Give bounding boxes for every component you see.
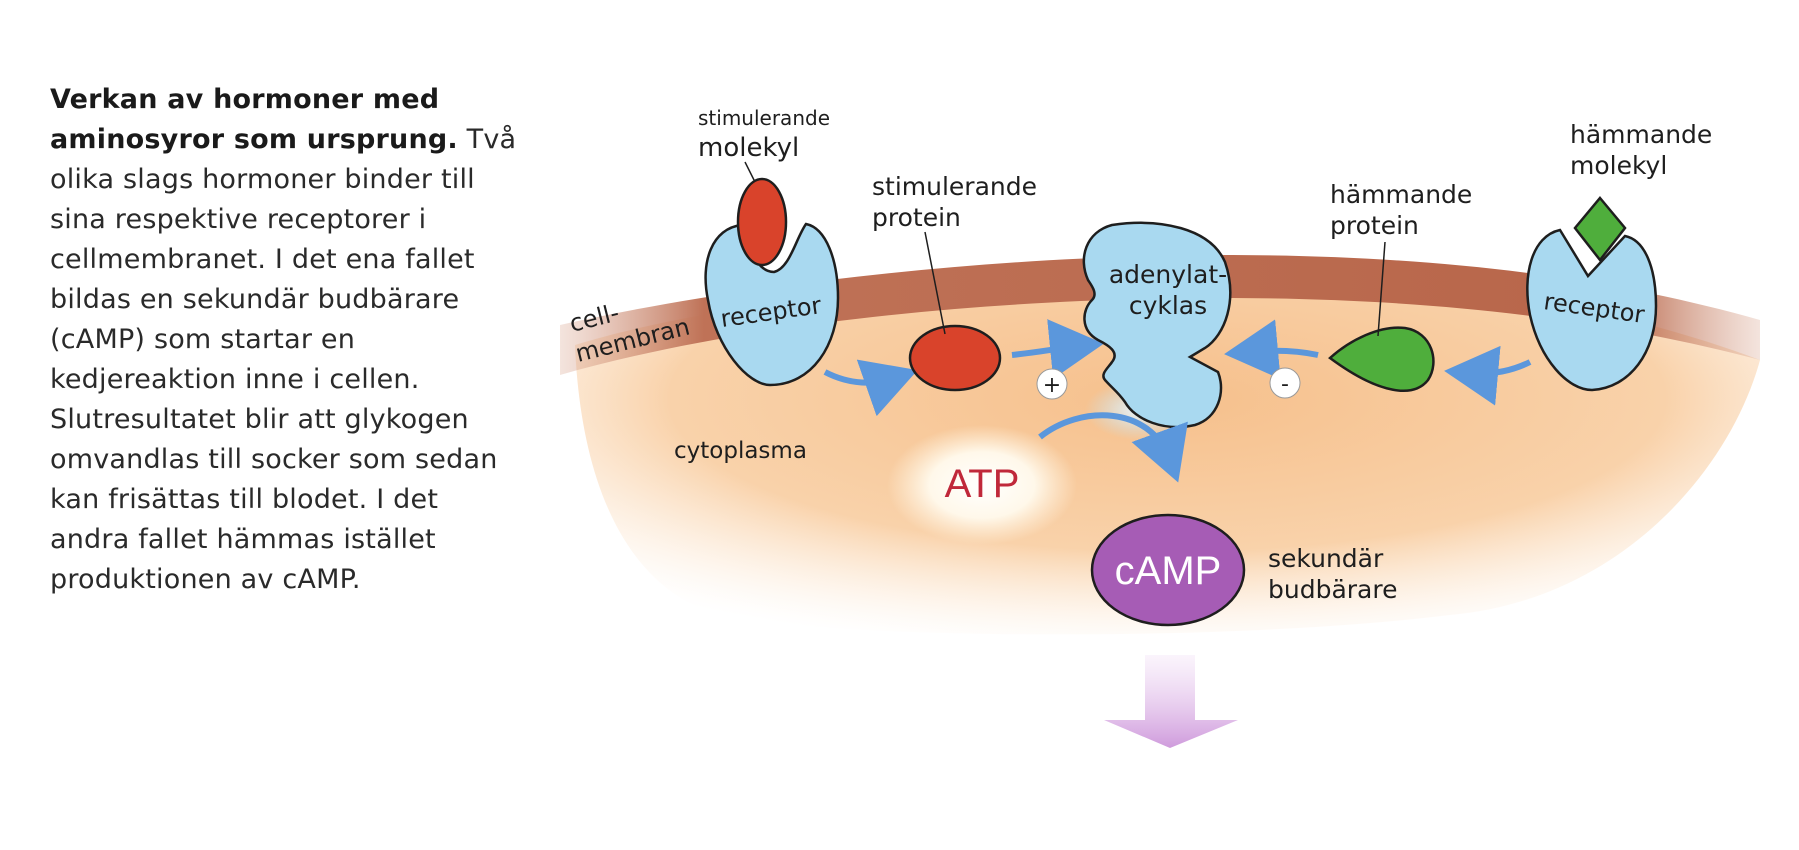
inhibiting-molecule [1573, 196, 1627, 263]
arrow-stim-protein-to-enzyme [1011, 319, 1104, 379]
enzyme-label-line2: cyklas [1129, 291, 1207, 320]
camp-label: cAMP [1115, 549, 1222, 593]
arrow-atp-to-camp [1038, 412, 1188, 483]
caption-text: Verkan av hormoner med aminosyror som ur… [50, 80, 520, 600]
stim-protein-label-line1: stimulerande [872, 172, 1037, 201]
inhib-molecule-label-line1: hämmande [1570, 120, 1712, 149]
stim-molecule-pointer [744, 161, 756, 183]
camp-molecule [1090, 513, 1246, 627]
inhib-protein-label-line1: hämmande [1330, 180, 1472, 209]
receptor-left [704, 222, 840, 387]
stim-protein-label-line2: protein [872, 203, 961, 232]
arrow-inhib-protein-to-enzyme [1224, 319, 1319, 380]
enzyme-label-line1: adenylat- [1109, 260, 1227, 289]
arrow-receptor-to-stim-protein [823, 359, 918, 417]
cytoplasm-label: cytoplasma [674, 438, 807, 464]
messenger-label-line2: budbärare [1268, 575, 1397, 604]
caption-lead: Verkan av hormoner med aminosyror som ur… [50, 84, 458, 155]
atp-glow [887, 425, 1077, 545]
stim-protein-pointer [924, 231, 946, 335]
stimulating-protein [908, 324, 1002, 392]
receptor-right [1526, 228, 1658, 392]
caption-body: Två olika slags hormoner binder till sin… [50, 124, 517, 595]
inhibiting-protein [1328, 326, 1435, 392]
stim-molecule-label-line2: molekyl [698, 133, 799, 163]
minus-sign-badge [1269, 367, 1301, 399]
adenylate-cyclase [1082, 221, 1232, 429]
messenger-label-line1: sekundär [1268, 544, 1384, 573]
cell-membrane [560, 255, 1760, 375]
minus-sign: - [1281, 372, 1289, 397]
plus-sign-badge [1036, 368, 1068, 400]
stim-molecule-label-line1: stimulerande [698, 106, 830, 130]
inhib-molecule-label-line2: molekyl [1570, 151, 1667, 180]
atp-label: ATP [945, 462, 1020, 506]
stimulating-molecule [736, 177, 788, 267]
inhib-protein-label-line2: protein [1330, 211, 1419, 240]
inhib-protein-pointer [1377, 241, 1386, 337]
arrow-receptor-to-inhib-protein [1444, 345, 1532, 406]
downstream-arrow [1104, 655, 1238, 748]
plus-sign: + [1043, 373, 1061, 398]
